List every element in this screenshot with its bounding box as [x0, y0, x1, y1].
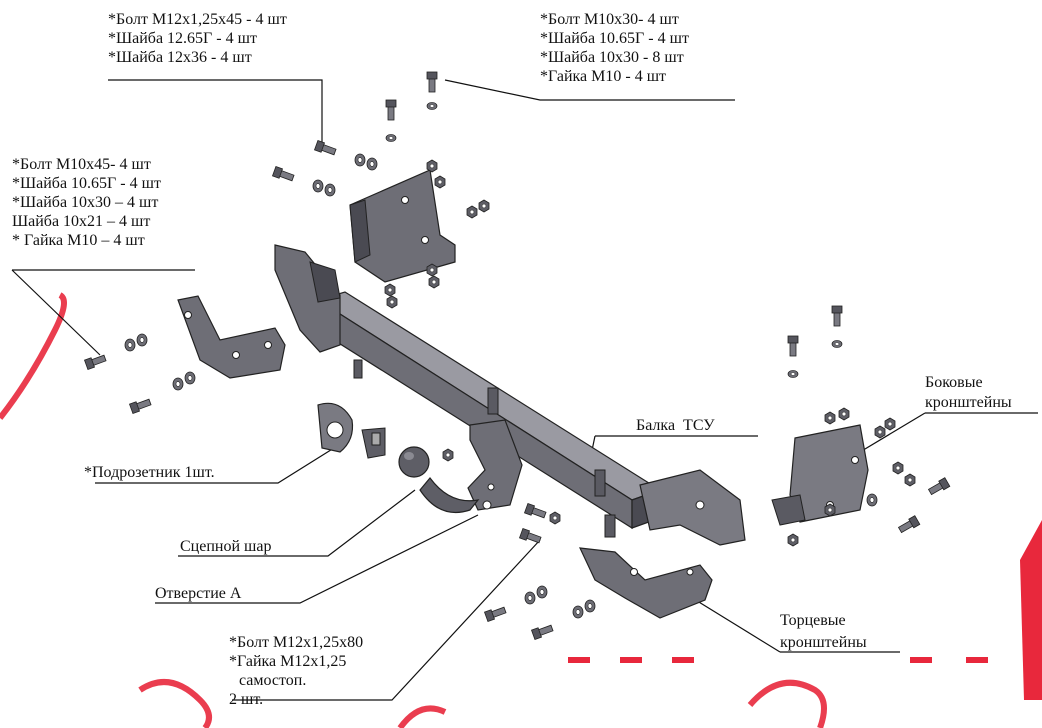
top-left-item-3: *Шайба 12х36 - 4 шт: [108, 49, 252, 66]
socket-bracket: [317, 402, 386, 459]
end-brackets-label-line2: кронштейны: [780, 634, 867, 651]
top-left-item-2: *Шайба 12.65Г - 4 шт: [108, 30, 257, 47]
beam-right-plate: [639, 469, 746, 546]
side-brackets-label-line1: Боковые: [925, 374, 983, 391]
hole-a-label: Отверстие А: [155, 585, 242, 602]
end-brackets-label-line1: Торцевые: [780, 612, 846, 629]
left-side-bracket: [177, 295, 286, 379]
left-item-3: *Шайба 10х30 – 4 шт: [12, 194, 159, 211]
bottom-item-3: самостоп.: [239, 672, 307, 689]
top-left-item-1: *Болт М12х1,25х45 - 4 шт: [108, 11, 287, 28]
socket-bracket-label: *Подрозетник 1шт.: [84, 464, 215, 481]
top-right-item-2: *Шайба 10.65Г - 4 шт: [540, 30, 689, 47]
bottom-fastener-list: *Болт М12х1,25х80 *Гайка М12х1,25 самост…: [229, 633, 363, 709]
top-right-item-4: *Гайка М10 - 4 шт: [540, 68, 667, 85]
left-fastener-list: *Болт М10х45- 4 шт *Шайба 10.65Г - 4 шт …: [12, 155, 161, 250]
hitch-ball-mount: [398, 419, 523, 514]
right-side-bracket: [771, 424, 869, 526]
top-left-fastener-list: *Болт М12х1,25х45 - 4 шт *Шайба 12.65Г -…: [108, 10, 287, 67]
leader-lines: [11, 79, 1038, 701]
left-item-5: * Гайка М10 – 4 шт: [12, 232, 145, 249]
left-item-2: *Шайба 10.65Г - 4 шт: [12, 175, 161, 192]
left-item-4: Шайба 10х21 – 4 шт: [12, 213, 151, 230]
side-brackets-label-line2: кронштейны: [925, 394, 1012, 411]
end-bracket: [579, 547, 713, 619]
beam-left-plate: [274, 244, 341, 353]
top-right-item-3: *Шайба 10х30 - 8 шт: [540, 49, 684, 66]
bottom-item-1: *Болт М12х1,25х80: [229, 634, 364, 651]
watermark-bars: [568, 520, 1042, 700]
watermark: [0, 292, 827, 728]
upper-center-bracket: [349, 169, 456, 283]
tow-ball-label: Сцепной шар: [180, 538, 272, 555]
bottom-item-4: 2 шт.: [229, 691, 264, 708]
top-right-item-1: *Болт М10х30- 4 шт: [540, 11, 679, 28]
bottom-item-2: *Гайка М12х1,25: [229, 653, 347, 670]
top-right-fastener-list: *Болт М10х30- 4 шт *Шайба 10.65Г - 4 шт …: [540, 10, 689, 86]
left-item-1: *Болт М10х45- 4 шт: [12, 156, 151, 173]
beam-label: Балка ТСУ: [636, 417, 715, 434]
